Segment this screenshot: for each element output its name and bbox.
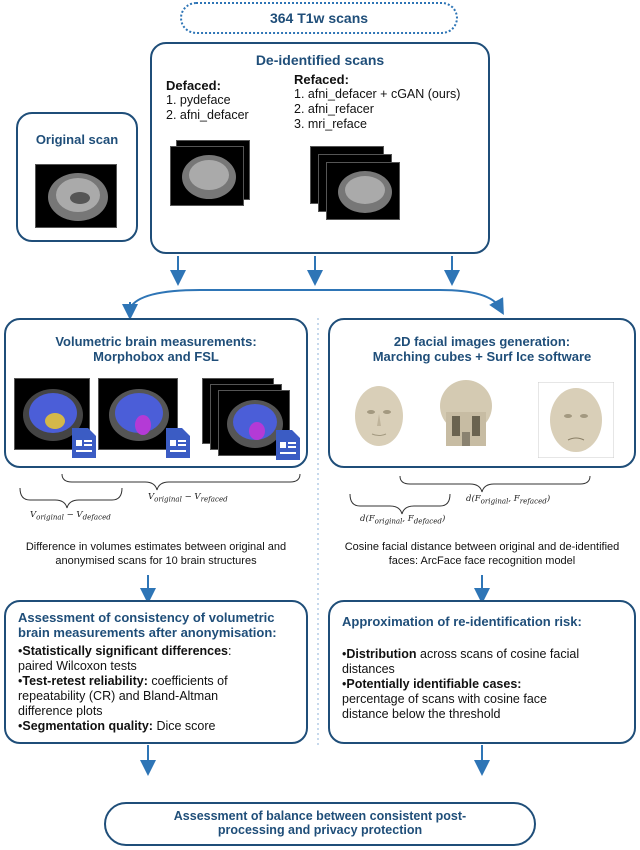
reid-bullet-cont: distances	[342, 662, 395, 676]
formula-part: d(F	[360, 514, 375, 524]
formula-part: − V	[63, 510, 83, 520]
defaced-mri-image	[170, 146, 244, 206]
refaced-mri-image	[326, 162, 400, 220]
consistency-box: Assessment of consistency of volumetric …	[4, 600, 308, 744]
reid-bullet-cont: distance below the threshold	[342, 707, 501, 721]
facial-caption: Cosine facial distance between original …	[328, 540, 636, 568]
bullet-bold: Test-retest reliability:	[22, 674, 148, 688]
consistency-title-line1: Assessment of consistency of volumetric	[18, 610, 275, 625]
formula-part: V	[148, 492, 155, 502]
bullet-bold: Segmentation quality:	[22, 719, 153, 733]
bullet-text: :	[228, 644, 232, 658]
balance-assessment-box: Assessment of balance between consistent…	[104, 802, 536, 846]
refaced-item: 1. afni_defacer + cGAN (ours)	[294, 87, 461, 101]
document-icon	[276, 430, 300, 460]
original-mri-image	[35, 164, 117, 228]
refaced-list: Refaced: 1. afni_defacer + cGAN (ours) 2…	[294, 72, 460, 132]
face-render-original	[344, 382, 414, 457]
refaced-item: 2. afni_refacer	[294, 102, 374, 116]
formula-part: )	[546, 494, 551, 504]
formula-part: , F	[402, 514, 414, 524]
volumetric-caption: Difference in volumes estimates between …	[4, 540, 308, 568]
defaced-item: 1. pydeface	[166, 93, 231, 107]
formula-part: refaced	[200, 494, 228, 504]
bullet-text: Dice score	[152, 719, 216, 733]
volumetric-box: Volumetric brain measurements: Morphobox…	[4, 318, 308, 468]
original-scan-box: Original scan	[16, 112, 138, 242]
top-scans-box: 364 T1w scans	[180, 2, 458, 34]
defaced-list: Defaced: 1. pydeface 2. afni_defacer	[166, 78, 249, 123]
formula-part: − V	[181, 492, 201, 502]
reid-bullet: •Potentially identifiable cases:	[342, 677, 522, 691]
consistency-bullet: •Test-retest reliability: coefficients o…	[18, 674, 228, 688]
segmentation-image	[98, 378, 178, 450]
segmentation-image	[14, 378, 90, 450]
facial-box: 2D facial images generation: Marching cu…	[328, 318, 636, 468]
face-render-refaced	[537, 381, 615, 463]
refaced-item: 3. mri_reface	[294, 117, 367, 131]
bullet-bold: Potentially identifiable cases:	[346, 677, 522, 691]
bullet-bold: Distribution	[346, 647, 417, 661]
formula-part: original	[480, 496, 509, 506]
formula-volume-defaced: Voriginal − Vdefaced	[30, 510, 111, 522]
volumetric-title-line1: Volumetric brain measurements:	[55, 334, 257, 349]
reid-title: Approximation of re-identification risk:	[342, 614, 582, 629]
refaced-heading: Refaced:	[294, 72, 349, 87]
caption-line: Difference in volumes estimates between …	[25, 541, 287, 553]
caption-line: anonymised scans for 10 brain structures	[55, 555, 257, 567]
consistency-bullet: •Statistically significant differences:	[18, 644, 232, 658]
formula-part: original	[154, 494, 182, 504]
formula-part: original	[374, 516, 403, 526]
formula-part: defaced	[82, 512, 111, 522]
reid-risk-box: Approximation of re-identification risk:…	[328, 600, 636, 744]
formula-part: refaced	[519, 496, 547, 506]
consistency-bullet-cont: repeatability (CR) and Bland-Altman	[18, 689, 219, 703]
bullet-bold: Statistically significant differences	[22, 644, 229, 658]
bullet-text: coefficients of	[147, 674, 228, 688]
consistency-bullet-cont: paired Wilcoxon tests	[18, 659, 137, 673]
balance-line1: Assessment of balance between consistent…	[173, 809, 467, 823]
face-render-defaced	[430, 376, 502, 461]
formula-face-refaced: d(Foriginal, Frefaced)	[466, 494, 550, 506]
reid-bullet: •Distribution across scans of cosine fac…	[342, 647, 580, 661]
formula-part: defaced	[413, 516, 442, 526]
formula-volume-refaced: Voriginal − Vrefaced	[148, 492, 228, 504]
defaced-heading: Defaced:	[166, 78, 221, 93]
top-scans-label: 364 T1w scans	[269, 10, 369, 26]
caption-line: Cosine facial distance between original …	[344, 541, 620, 553]
caption-line: faces: ArcFace face recognition model	[388, 555, 576, 567]
reid-bullet-cont: percentage of scans with cosine face	[342, 692, 547, 706]
document-icon	[72, 428, 96, 458]
formula-part: original	[36, 512, 64, 522]
formula-part: d(F	[466, 494, 481, 504]
facial-title-line1: 2D facial images generation:	[393, 334, 571, 349]
consistency-title-line2: brain measurements after anonymisation:	[18, 625, 277, 640]
formula-part: , F	[508, 494, 520, 504]
deidentified-scans-box: De-identified scans Defaced: 1. pydeface…	[150, 42, 490, 254]
consistency-bullet-cont: difference plots	[18, 704, 103, 718]
defaced-item: 2. afni_defacer	[166, 108, 249, 122]
bullet-text: across scans of cosine facial	[416, 647, 580, 661]
formula-part: )	[441, 514, 446, 524]
balance-line2: processing and privacy protection	[217, 823, 423, 837]
facial-title-line2: Marching cubes + Surf Ice software	[372, 349, 592, 364]
volumetric-title-line2: Morphobox and FSL	[93, 349, 219, 364]
deidentified-title: De-identified scans	[255, 52, 385, 68]
consistency-bullet: •Segmentation quality: Dice score	[18, 719, 216, 733]
original-scan-title: Original scan	[35, 132, 119, 147]
formula-part: V	[30, 510, 37, 520]
formula-face-defaced: d(Foriginal, Fdefaced)	[360, 514, 445, 526]
document-icon	[166, 428, 190, 458]
